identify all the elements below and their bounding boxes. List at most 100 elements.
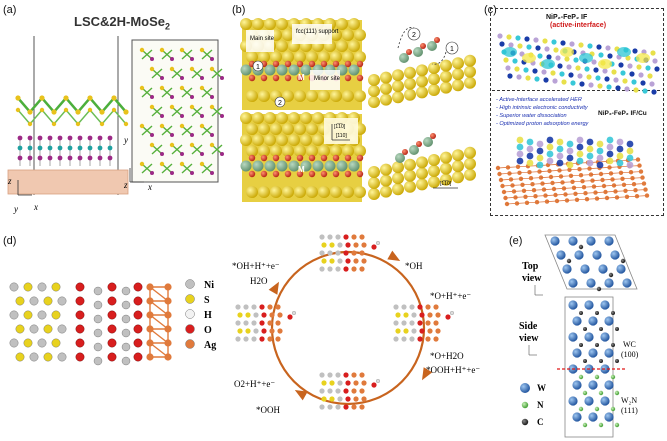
support-atom [428, 165, 440, 177]
support-atom [270, 51, 282, 63]
cluster-atom [401, 336, 407, 342]
support-atom [416, 64, 428, 77]
support-label: fcc(111) support [296, 29, 339, 35]
slab-atom [625, 55, 631, 61]
cluster-atom [335, 234, 341, 240]
layer-atom [17, 145, 23, 151]
top-title: NiP₂-FeP₂ IF [546, 14, 588, 21]
bond [141, 87, 153, 98]
bond [151, 68, 163, 79]
cluster-atom [411, 312, 417, 318]
bond [141, 49, 153, 60]
se-atom [87, 95, 93, 101]
support-atom [464, 76, 476, 89]
support-atom [348, 40, 360, 52]
slab-atom [605, 45, 611, 51]
n-atom [582, 390, 588, 396]
cluster-atom [327, 266, 333, 272]
ni-atom [93, 314, 103, 324]
layer-atom [67, 155, 73, 161]
se-atom [199, 85, 205, 91]
c-atom [620, 258, 626, 264]
slab-atom [499, 41, 505, 47]
oxygen-atom [356, 170, 364, 178]
slab-atom [650, 50, 656, 56]
cluster-atom [243, 320, 249, 326]
metal-atom [264, 64, 276, 76]
slab-atom [37, 282, 47, 292]
slab-atom [29, 352, 39, 362]
oxygen-atom [344, 170, 352, 178]
slab-atom [9, 310, 19, 320]
slab-atom [636, 64, 642, 70]
cluster-atom [327, 388, 333, 394]
interface-atom [576, 143, 584, 151]
m-label-1: M [298, 73, 305, 82]
w-atom [588, 316, 598, 326]
cluster-atom [235, 336, 241, 342]
layer-atom [37, 145, 43, 151]
w2n-label: W₂N [621, 396, 637, 405]
interface-atom [616, 138, 624, 146]
interface-atom [586, 159, 594, 167]
metal-atom [336, 160, 348, 172]
bond [141, 125, 153, 136]
metal-atom [348, 160, 360, 172]
interface-atom [566, 161, 574, 169]
cluster-atom [425, 304, 431, 310]
slab-atom [598, 52, 604, 58]
c-atom [595, 311, 599, 315]
mo-atom [220, 114, 224, 118]
bond [181, 163, 193, 174]
n-atom [578, 374, 584, 380]
slab-atom [541, 69, 547, 75]
cluster-atom [395, 328, 401, 334]
support-atom [342, 51, 354, 63]
adsorbate-atom [292, 310, 297, 315]
interface-atom [596, 140, 604, 148]
se-atom [15, 95, 21, 101]
interface-atom [606, 143, 614, 151]
cluster-atom [361, 380, 367, 386]
w-atom [568, 300, 578, 310]
interface-atom [566, 140, 574, 148]
cluster-atom [275, 304, 281, 310]
support-atom [330, 90, 342, 102]
panel-a-structure: z y x y z x [7, 36, 224, 214]
bond [191, 68, 203, 79]
mo-atom [190, 171, 194, 175]
n-atom [598, 422, 604, 428]
bond [211, 106, 223, 117]
support-atom [312, 112, 324, 124]
layer-atom [107, 155, 113, 161]
legend-ni-label: Ni [204, 280, 214, 291]
interface-atom [576, 157, 584, 165]
legend-o-swatch [185, 324, 195, 334]
slab-atom [506, 34, 512, 40]
slab-atom [557, 63, 563, 69]
bullet-list: - Active-Interface accelerated HER - Hig… [496, 96, 614, 128]
bullet-item: - Optimized proton adsorption energy [496, 121, 589, 127]
support-atom [392, 80, 404, 93]
support-atom [288, 112, 300, 124]
support-atom [318, 90, 330, 102]
slab-atom [642, 88, 648, 94]
support-atom [404, 158, 416, 171]
c-atom [583, 327, 587, 331]
cluster-atom [403, 312, 409, 318]
support-atom [464, 146, 476, 159]
support-atom [464, 65, 476, 78]
se-atom [159, 47, 165, 53]
cluster-atom [353, 258, 359, 264]
cluster-atom [343, 388, 349, 394]
slab-atom [542, 38, 548, 44]
slab-atom [514, 66, 520, 72]
c-atom [611, 343, 615, 347]
slab-atom [555, 55, 561, 61]
support-atom [416, 167, 428, 180]
w-atom [580, 264, 590, 274]
mo-atom [220, 152, 224, 156]
se-atom [99, 109, 105, 115]
interface-atom [616, 159, 624, 167]
interface-atom [526, 138, 534, 146]
